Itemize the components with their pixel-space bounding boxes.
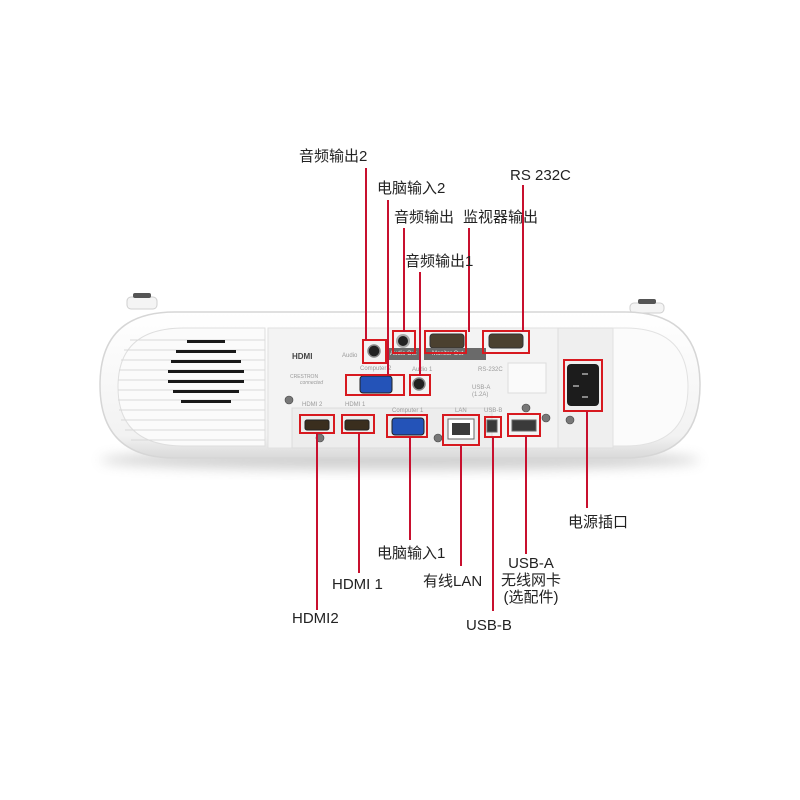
panel-monitor-out: Monitor Out — [432, 351, 464, 357]
audio-1-jack — [412, 377, 426, 391]
panel-usb-b: USB-B — [484, 408, 503, 414]
highlight-monitor-out — [424, 330, 467, 354]
leader-computer-in-1 — [409, 437, 411, 540]
callout-hdmi1: HDMI 1 — [332, 576, 383, 593]
highlight-hdmi-2 — [299, 414, 335, 434]
panel-audio1: Audio 1 — [412, 367, 433, 373]
panel-audio: Audio — [342, 353, 358, 359]
panel-usb-a: USB-A — [472, 385, 491, 391]
callout-usb-a-line3: (选配件) — [503, 589, 559, 606]
panel-audio-out: Audio Out — [390, 351, 417, 357]
highlight-computer-1 — [386, 414, 428, 438]
panel-lan: LAN — [455, 408, 467, 414]
callout-lan: 有线LAN — [423, 573, 483, 590]
highlight-audio-out — [392, 330, 416, 354]
projector-foot-right — [629, 299, 665, 314]
right-end-cap — [612, 327, 689, 447]
panel-usb-a-current: (1.2A) — [472, 392, 489, 398]
highlight-lan — [442, 414, 480, 446]
callout-hdmi2: HDMI2 — [292, 610, 339, 627]
panel-crestron: CRESTRON — [290, 374, 319, 380]
audio-2-jack — [367, 344, 381, 358]
panel-computer2: Computer 2 — [360, 366, 392, 372]
leader-hdmi2 — [316, 433, 318, 610]
leader-power-inlet — [586, 411, 588, 508]
leader-hdmi1 — [358, 433, 360, 573]
speaker-grille — [168, 340, 244, 403]
power-inlet-port — [567, 364, 599, 406]
audio-out-jack — [396, 334, 410, 348]
callout-usb-a: USB-A 无线网卡 (选配件) — [491, 555, 571, 606]
highlight-rs232c — [482, 330, 530, 354]
leader-usb-a — [525, 436, 527, 554]
leader-audio-out-2 — [365, 168, 367, 340]
panel-rs232c: RS-232C — [478, 367, 503, 373]
leader-monitor-out — [468, 228, 470, 332]
panel-crestron-sub: connected — [300, 380, 324, 386]
panel-computer1: Computer 1 — [392, 408, 424, 414]
callout-computer-in-2: 电脑输入2 — [377, 180, 446, 197]
usb-a-port — [511, 419, 537, 432]
leader-computer-in-2 — [387, 200, 389, 376]
leader-audio-out-1 — [419, 272, 421, 376]
callout-usb-b: USB-B — [466, 617, 512, 634]
highlight-computer-2 — [345, 374, 405, 396]
rs232c-port — [488, 333, 524, 349]
callout-power-inlet: 电源插口 — [568, 514, 629, 531]
vent-panel — [117, 327, 266, 447]
highlight-usb-b — [484, 416, 502, 438]
screws — [284, 395, 575, 443]
leader-lan — [460, 445, 462, 566]
hdmi-2-port — [304, 419, 330, 431]
callout-monitor-out: 监视器输出 — [463, 209, 539, 226]
highlight-audio-2 — [362, 339, 387, 364]
highlight-usb-a — [507, 413, 541, 437]
usb-b-port — [486, 419, 498, 433]
callout-usb-a-line1: USB-A — [508, 555, 554, 572]
blank-plate — [507, 362, 547, 394]
callout-audio-out: 音频输出 — [394, 209, 455, 226]
leader-rs232c — [522, 185, 524, 332]
panel-hdmi-logo: HDMI — [292, 352, 313, 361]
highlight-hdmi-1 — [341, 414, 375, 434]
projector-foot-left — [126, 293, 158, 310]
highlight-power-inlet — [563, 359, 603, 412]
highlight-audio-1 — [409, 374, 431, 396]
computer-2-port — [359, 375, 393, 394]
callout-audio-out-1: 音频输出1 — [405, 253, 474, 270]
leader-usb-b — [492, 437, 494, 611]
computer-1-port — [391, 417, 425, 436]
callout-audio-out-2: 音频输出2 — [299, 148, 368, 165]
leader-audio-out — [403, 228, 405, 332]
panel-hdmi1: HDMI 1 — [345, 402, 366, 408]
callout-usb-a-line2: 无线网卡 — [500, 572, 561, 589]
panel-hdmi2: HDMI 2 — [302, 402, 323, 408]
callout-rs232c: RS 232C — [510, 167, 571, 184]
vent-slats — [118, 339, 265, 441]
hdmi-1-port — [344, 419, 370, 431]
callout-computer-in-1: 电脑输入1 — [377, 545, 446, 562]
